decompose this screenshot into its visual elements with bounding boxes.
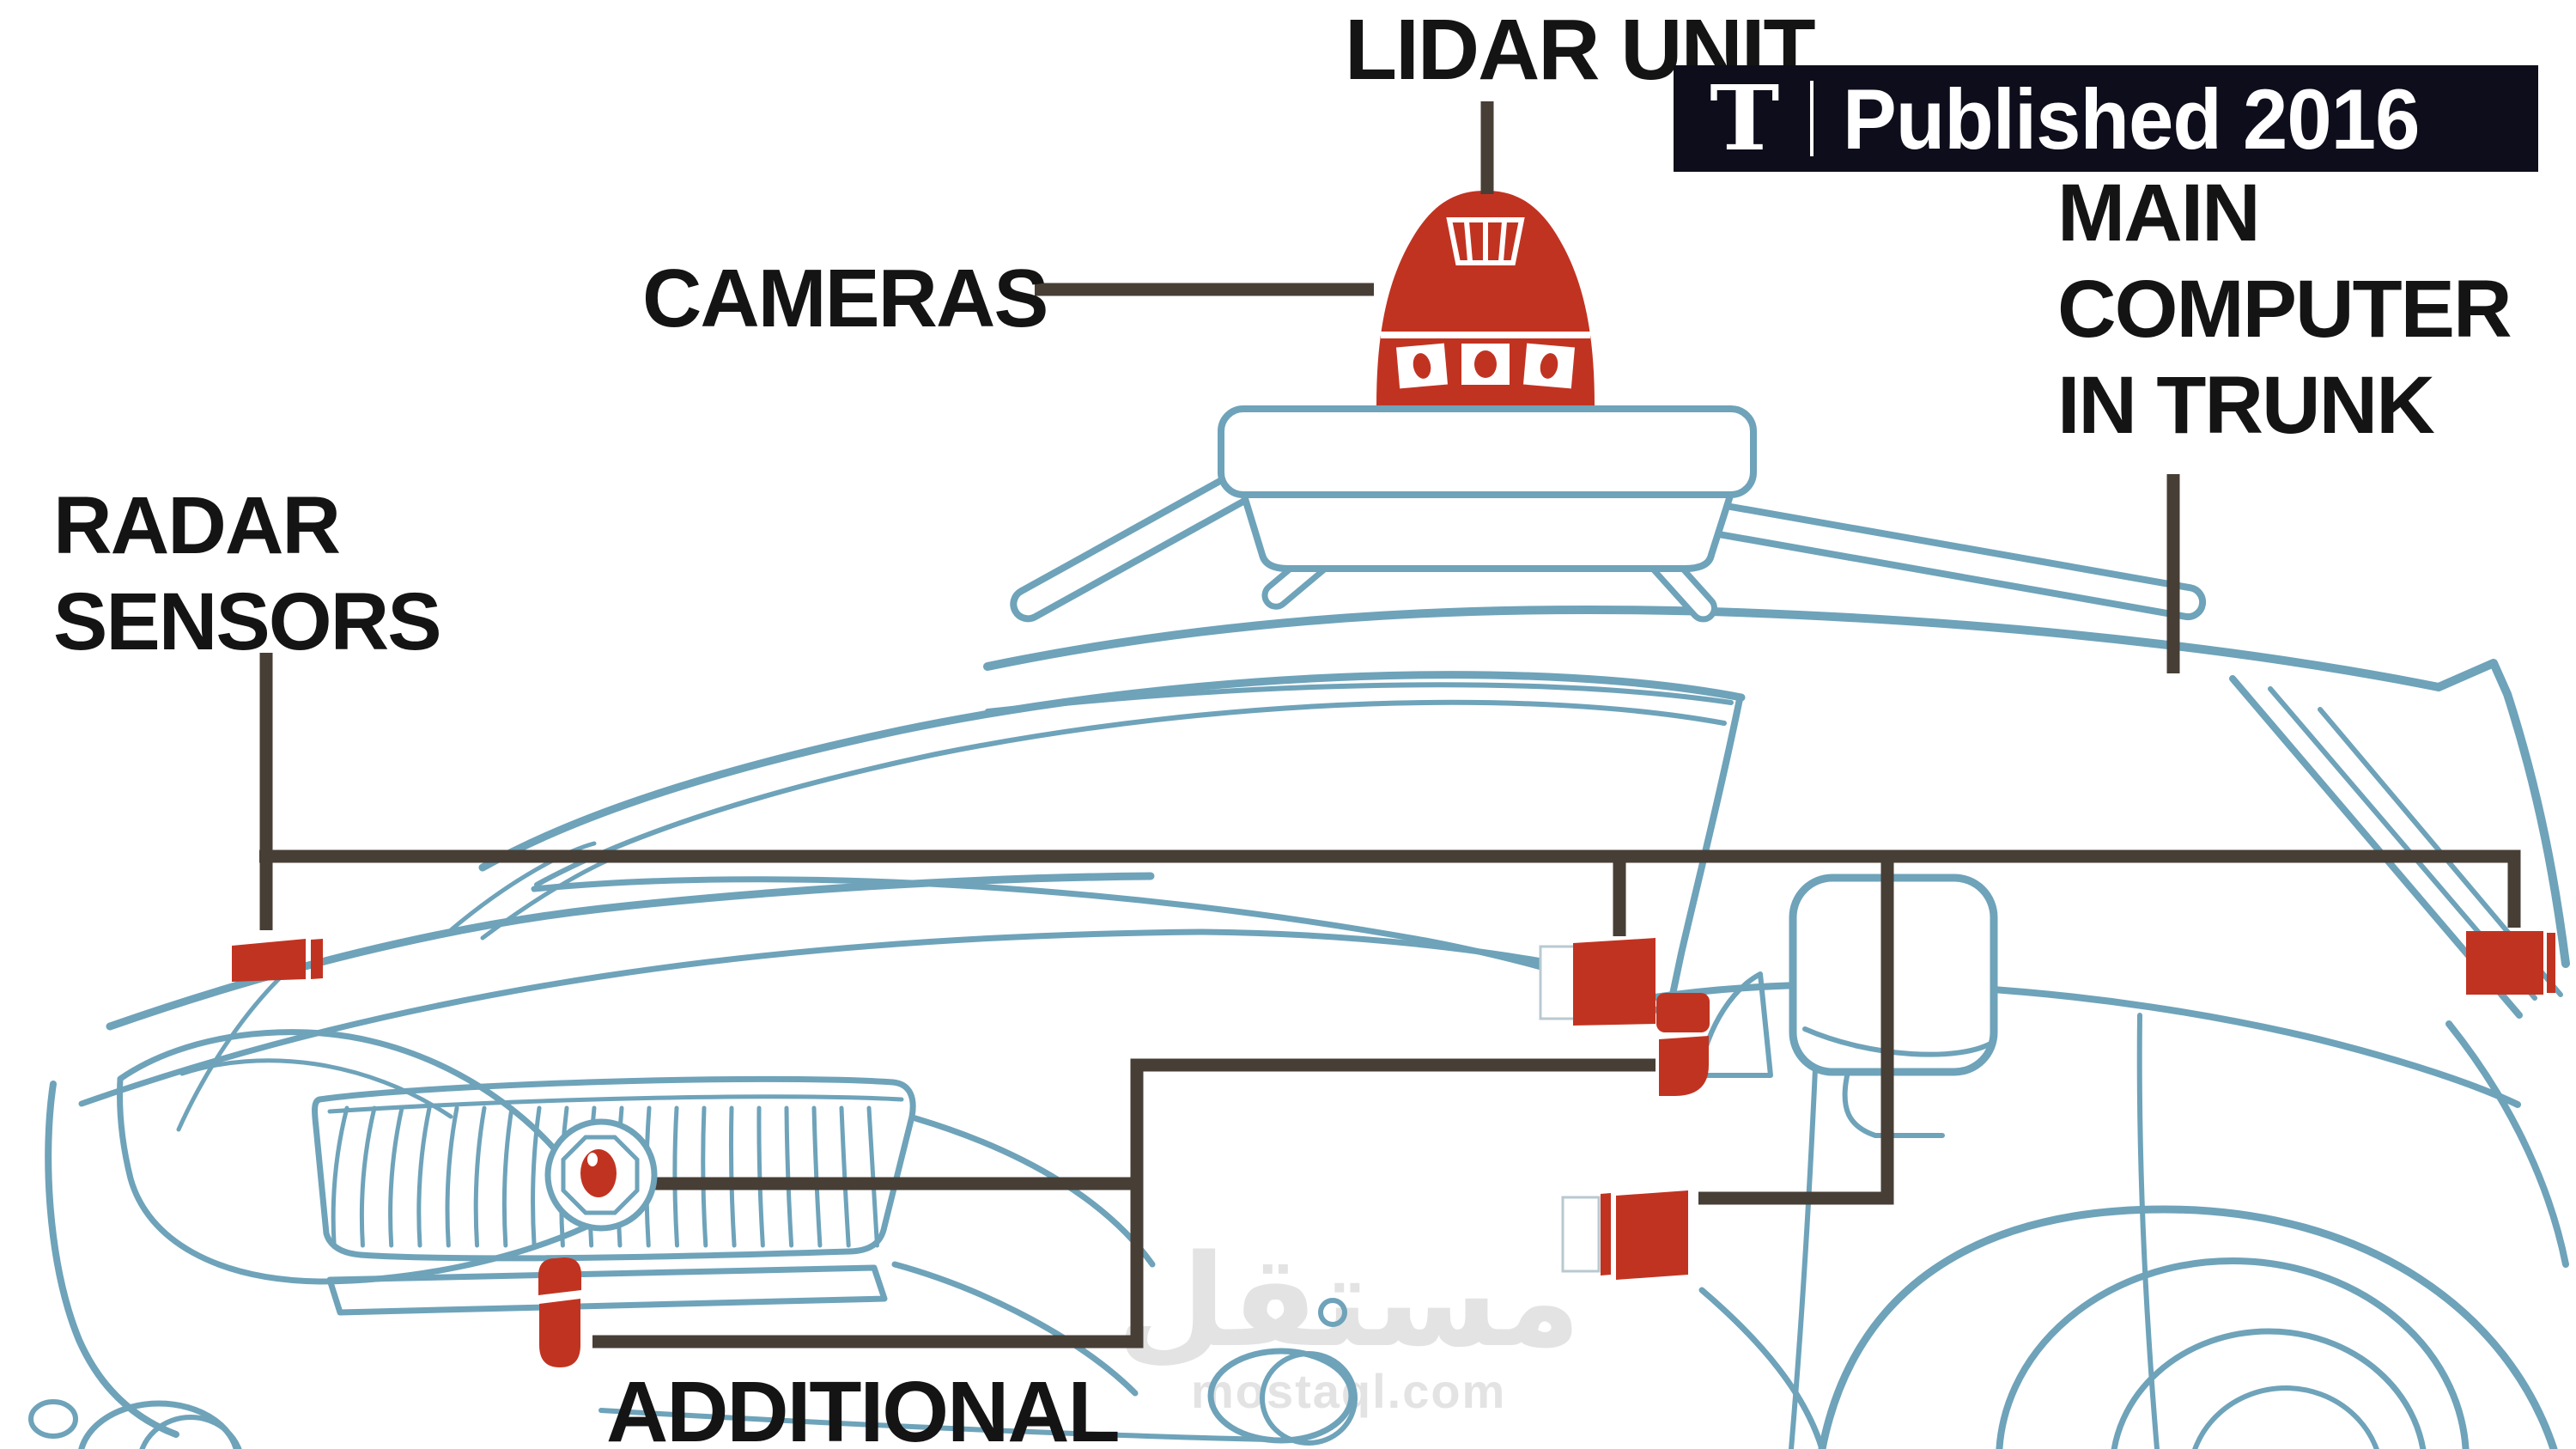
grille-slat [756, 1105, 765, 1248]
dome-vent [1446, 217, 1525, 265]
publisher-badge: T Published 2016 [1674, 65, 2538, 172]
front-grille [312, 1075, 916, 1262]
grille-slat [866, 1105, 879, 1248]
grille-slat [388, 1105, 404, 1248]
label-additional: ADDITIONAL [606, 1364, 1121, 1449]
rear-wheel [1818, 1205, 2558, 1449]
radar-rocker-drop-line [1698, 856, 1894, 1205]
bumper-sensor [538, 1257, 581, 1367]
grille-slat [811, 1105, 823, 1248]
grille-slat [784, 1105, 794, 1248]
dome-camera-windows [1396, 343, 1575, 389]
radar-sensor-rear [2466, 931, 2555, 995]
car-outline [28, 405, 2570, 1449]
radar-sensor-rocker [1561, 1190, 1688, 1280]
grille-slat [445, 1105, 459, 1248]
headlight [117, 1029, 605, 1285]
connector-lines [259, 101, 2521, 1349]
badge-divider [1810, 81, 1814, 156]
nyt-logo-icon: T [1710, 65, 1780, 171]
sensors [232, 931, 2555, 1367]
roof-platform [1218, 405, 1757, 572]
grille-slat [359, 1105, 377, 1248]
grille-slat [416, 1105, 432, 1248]
grille-slat [331, 1105, 349, 1248]
badge-published-text: Published 2016 [1843, 70, 2420, 167]
grille-slat [531, 1105, 542, 1248]
grille-slat [728, 1105, 737, 1248]
radar-sensor-front-door [1539, 938, 1656, 1026]
additional-assembly-line [592, 1058, 1656, 1349]
label-cameras: CAMERAS [642, 253, 1048, 344]
radar-sensor-front-left [232, 939, 323, 982]
mirror-sensor [1656, 993, 1710, 1096]
radar-main-line [259, 849, 2521, 928]
lidar-dome [1376, 191, 1595, 405]
watermark: مستقل mostaql.com [1116, 1227, 1582, 1419]
grille-slat [473, 1105, 487, 1248]
grille-camera [544, 1118, 658, 1232]
grille-slat [701, 1105, 708, 1248]
watermark-arabic: مستقل [1116, 1227, 1582, 1375]
grille-slat [839, 1105, 851, 1248]
grille-slat [672, 1105, 680, 1248]
door-handle [1318, 1298, 1347, 1327]
grille-slat [501, 1105, 514, 1248]
grille-slats [331, 1105, 879, 1248]
